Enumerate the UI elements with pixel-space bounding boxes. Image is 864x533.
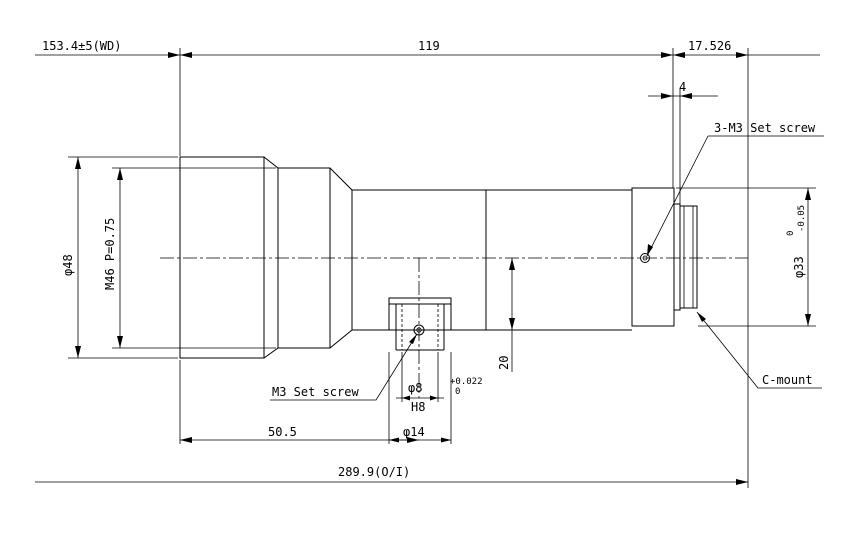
label-mount-tol-lower: -0.05: [797, 205, 807, 232]
lens-body: [179, 156, 698, 359]
c-mount-ring: [673, 203, 681, 311]
label-front-thread: M46 P=0.75: [103, 218, 117, 290]
label-length-front: 119: [418, 39, 440, 53]
front-barrel: [179, 156, 265, 359]
extension-lines: [68, 48, 816, 488]
label-bore-dia: φ8: [408, 381, 422, 395]
label-screw-height: 20: [497, 356, 511, 370]
label-working-distance: 153.4±5(WD): [42, 39, 121, 53]
label-bore-tol-lower: 0: [455, 387, 460, 397]
label-front-dia: φ48: [61, 254, 75, 276]
taper-top: [263, 156, 353, 191]
label-mount-dia: φ33: [792, 256, 806, 278]
rear-collar: [631, 187, 675, 327]
label-setscrew-offset: 4: [679, 80, 686, 94]
dimension-lines: [35, 52, 820, 485]
label-bore-tol-upper: +0.022: [450, 377, 483, 387]
callout-setscrew-side: M3 Set screw: [272, 385, 359, 399]
label-screw-pos: 50.5: [268, 425, 297, 439]
leader-lines: [270, 135, 824, 401]
label-bore-fit: H8: [411, 400, 425, 414]
label-mount-tol-upper: 0: [786, 231, 796, 236]
label-length-rear: 17.526: [688, 39, 731, 53]
label-boss-dia: φ14: [403, 425, 425, 439]
callout-setscrew-top: 3-M3 Set screw: [714, 121, 816, 135]
dimension-labels: 153.4±5(WD) 119 17.526 4 φ48 M46 P=0.75 …: [42, 39, 816, 479]
side-boss: [388, 258, 452, 398]
label-overall-length: 289.9(O/I): [338, 465, 410, 479]
callout-mount: C-mount: [762, 373, 813, 387]
taper-bottom: [263, 329, 353, 359]
